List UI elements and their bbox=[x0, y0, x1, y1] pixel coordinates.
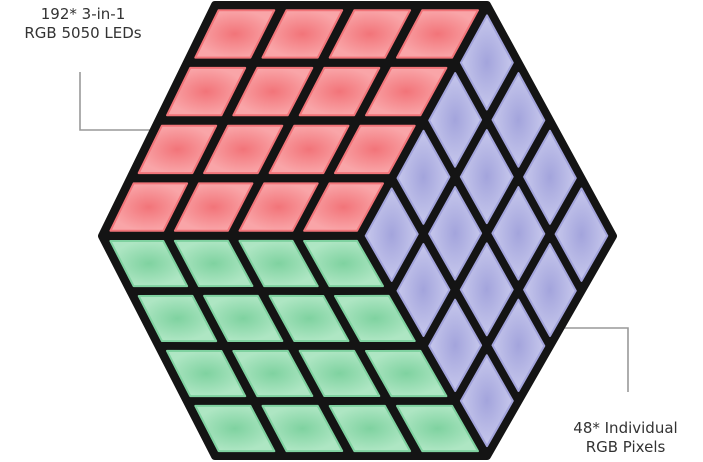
leds-leader-line bbox=[79, 72, 165, 131]
right-face-pixel bbox=[554, 187, 609, 282]
right-face-pixel bbox=[459, 354, 514, 448]
right-face-pixel bbox=[459, 129, 514, 225]
top-face-pixel bbox=[232, 66, 314, 117]
right-face-pixel bbox=[428, 298, 483, 392]
left-face-pixel bbox=[109, 240, 189, 288]
top-face-pixel bbox=[238, 182, 319, 232]
right-face-pixel bbox=[428, 186, 483, 281]
left-face-pixel bbox=[194, 404, 276, 453]
right-face-pixel bbox=[459, 14, 514, 111]
right-face-pixel bbox=[491, 298, 546, 392]
led-count-line-1: 192* 3-in-1 bbox=[40, 5, 126, 23]
pixel-count-line-2: RGB Pixels bbox=[585, 438, 666, 456]
pixels-leader-line bbox=[540, 327, 629, 392]
top-face-pixel bbox=[268, 124, 350, 175]
left-face-pixel bbox=[303, 239, 384, 288]
right-face-pixel bbox=[396, 243, 451, 337]
top-face-pixel bbox=[334, 124, 416, 175]
left-face bbox=[109, 239, 479, 453]
top-face-pixel bbox=[166, 66, 247, 117]
right-face-pixel bbox=[523, 129, 577, 225]
left-face-pixel bbox=[396, 404, 479, 453]
leader-lines bbox=[79, 72, 629, 392]
top-face bbox=[109, 9, 479, 232]
right-face-pixel bbox=[491, 72, 546, 168]
left-face-pixel bbox=[261, 404, 344, 453]
left-face-pixel bbox=[166, 349, 247, 398]
top-face-pixel bbox=[365, 66, 448, 117]
top-face-pixel bbox=[203, 124, 284, 175]
top-face-pixel bbox=[109, 182, 189, 232]
right-face-pixel bbox=[491, 186, 546, 281]
right-face bbox=[364, 14, 609, 448]
top-face-pixel bbox=[396, 9, 479, 59]
left-face-pixel bbox=[365, 349, 448, 398]
left-face-pixel bbox=[298, 349, 381, 397]
right-face-pixel bbox=[523, 243, 577, 337]
pixel-count-line-1: 48* Individual bbox=[573, 419, 678, 437]
led-count-line-2: RGB 5050 LEDs bbox=[24, 24, 142, 42]
left-face-pixel bbox=[334, 294, 416, 342]
left-face-pixel bbox=[238, 239, 319, 288]
top-face-pixel bbox=[328, 9, 412, 59]
top-face-pixel bbox=[303, 182, 384, 232]
left-face-pixel bbox=[203, 294, 284, 342]
right-face-pixel bbox=[459, 242, 514, 337]
left-face-pixel bbox=[137, 294, 218, 343]
right-face-pixel bbox=[364, 187, 419, 282]
left-face-pixel bbox=[173, 239, 254, 288]
right-face-pixel bbox=[396, 129, 451, 225]
pixel-count-label: 48* Individual RGB Pixels bbox=[548, 419, 703, 457]
top-face-pixel bbox=[194, 9, 276, 59]
top-face-pixel bbox=[261, 9, 344, 59]
top-face-pixel bbox=[137, 124, 218, 175]
right-face-pixel bbox=[428, 72, 483, 168]
left-face-pixel bbox=[328, 404, 412, 453]
top-face-pixel bbox=[298, 66, 381, 117]
led-count-label: 192* 3-in-1 RGB 5050 LEDs bbox=[0, 5, 166, 43]
left-face-pixel bbox=[232, 349, 314, 398]
top-face-pixel bbox=[173, 182, 254, 232]
left-face-pixel bbox=[268, 294, 350, 342]
